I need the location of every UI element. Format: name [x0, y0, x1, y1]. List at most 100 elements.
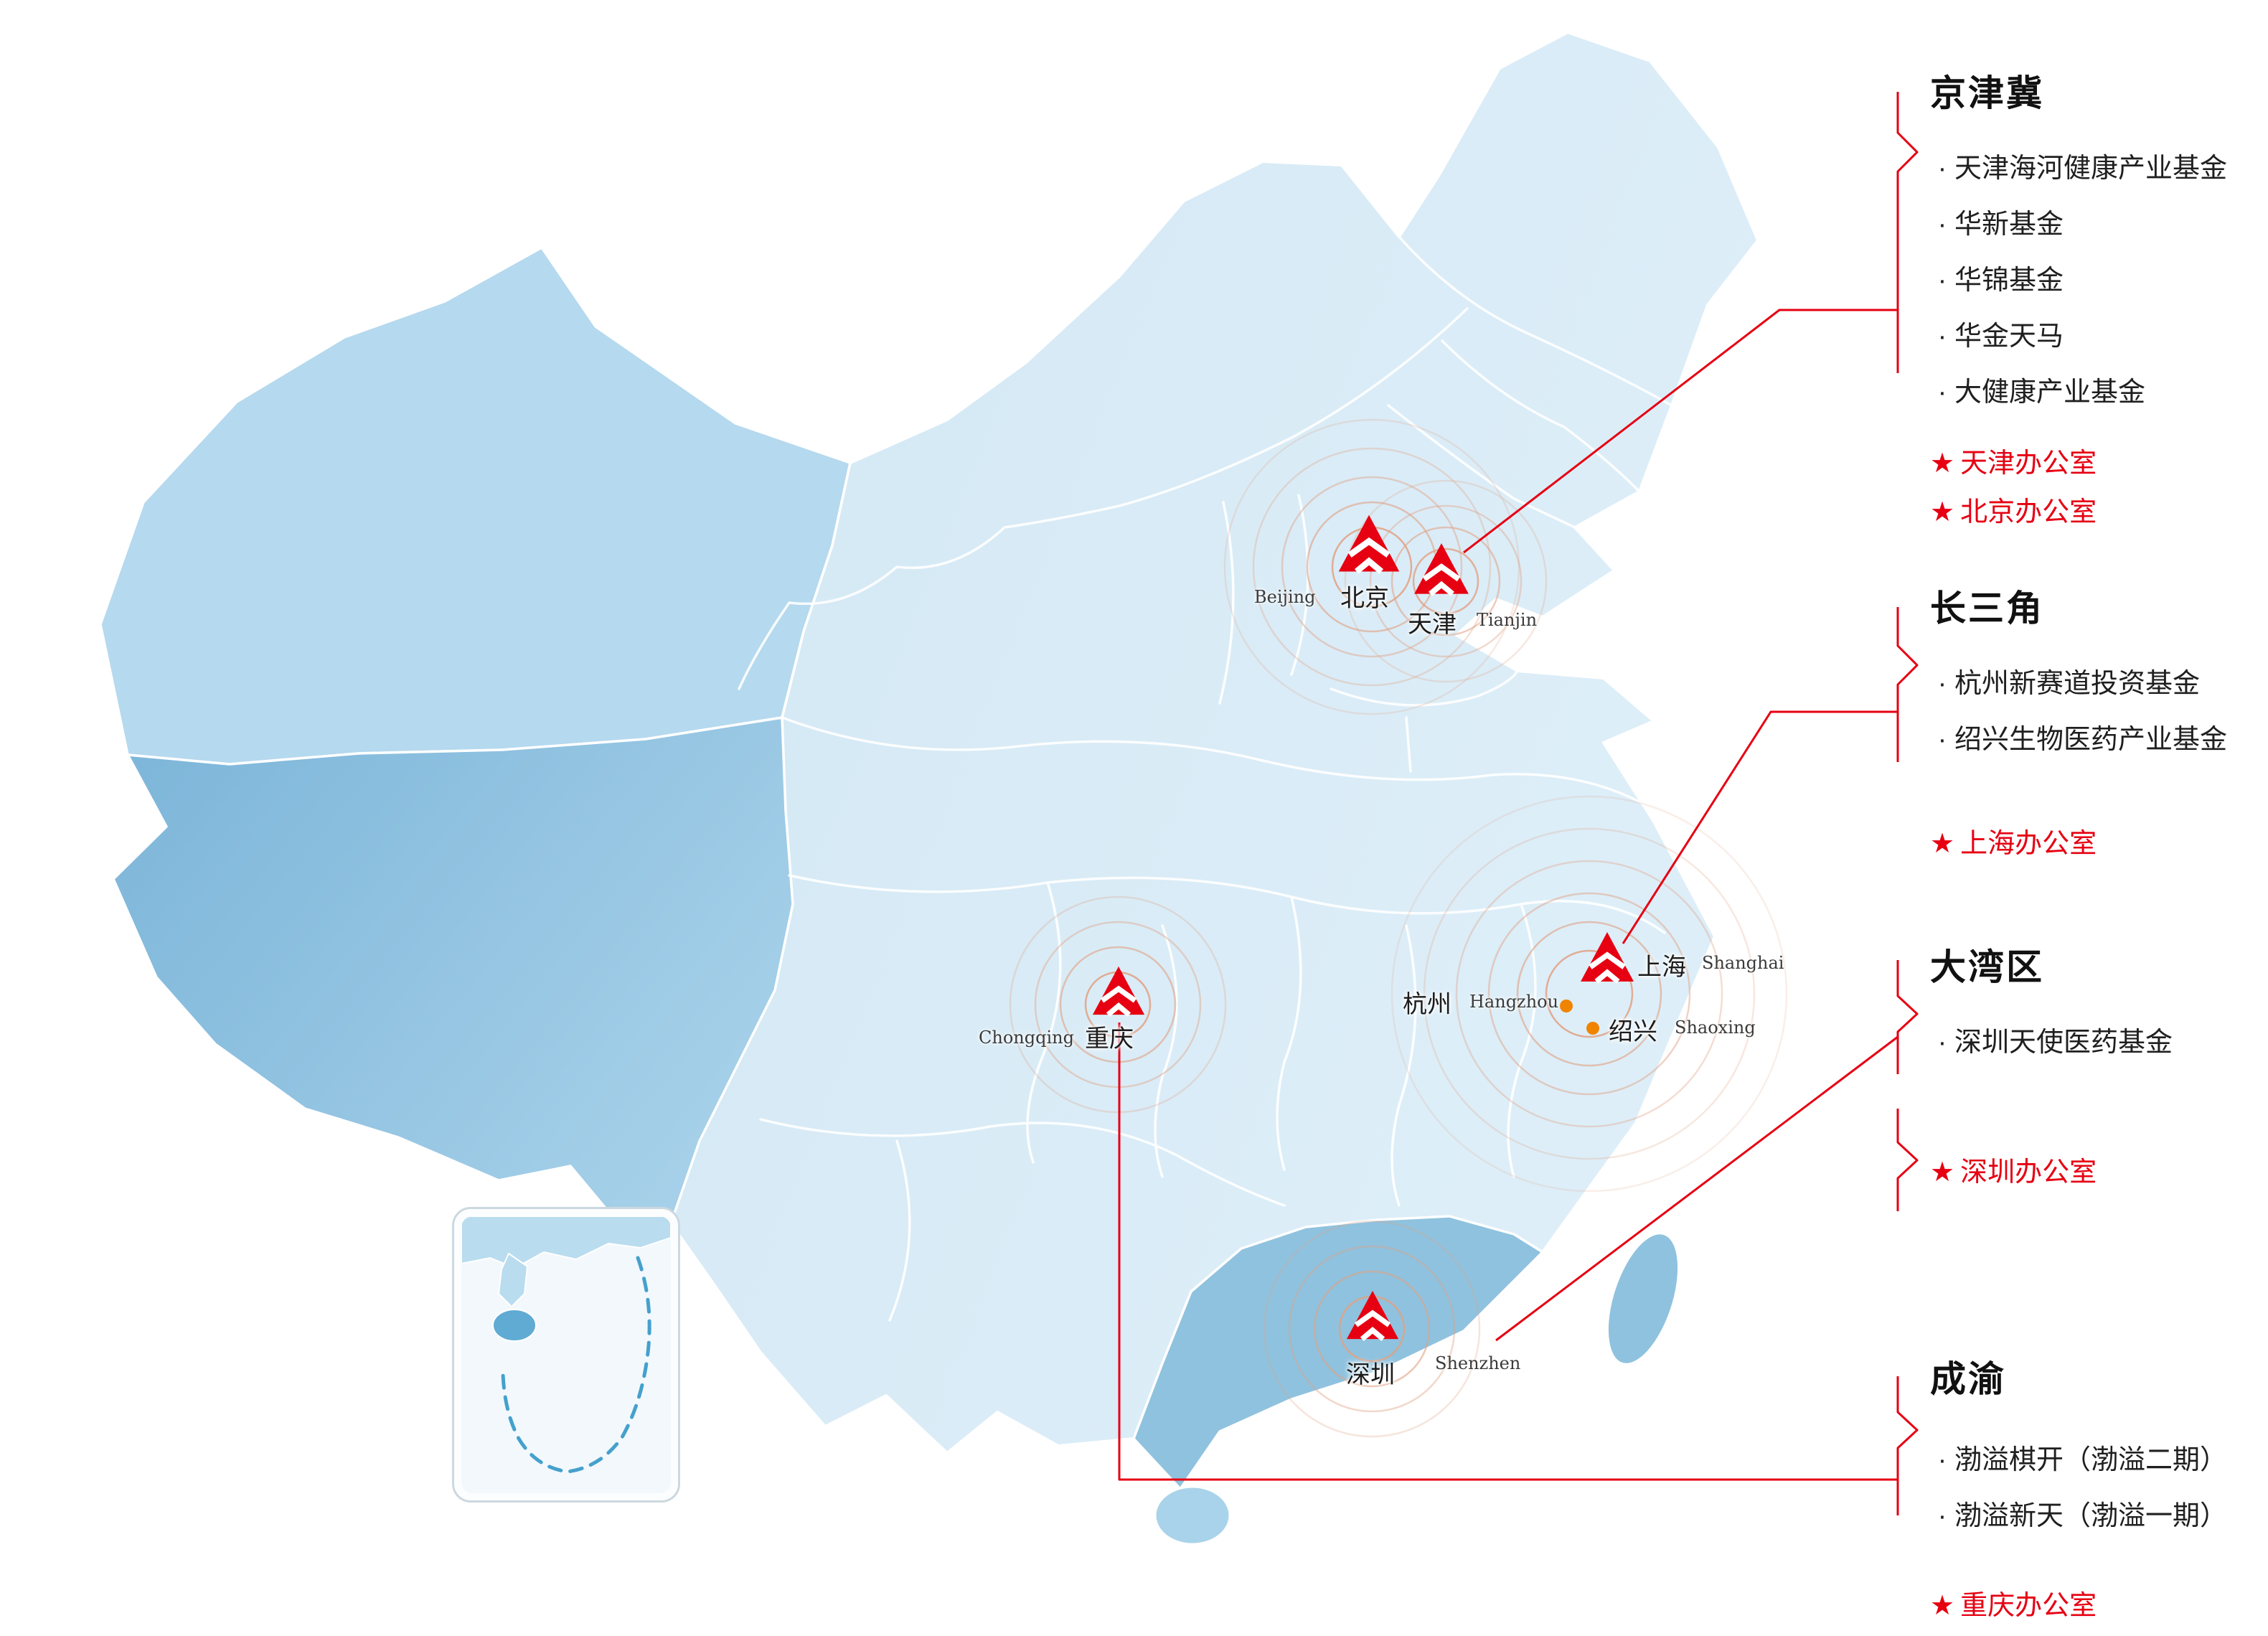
bracket-chengyu	[1896, 1376, 1919, 1515]
fund-item: ·绍兴生物医药产业基金	[1930, 712, 2268, 768]
region-xinjiang	[99, 246, 852, 766]
region-block-jingjinji: 京津冀 ·天津海河健康产业基金 ·华新基金 ·华锦基金 ·华金天马 ·大健康产业…	[1930, 72, 2268, 537]
fund-item: ·华锦基金	[1930, 253, 2268, 309]
office-list: ★深圳办公室	[1930, 1148, 2268, 1197]
fund-item: ·渤溢新天（渤溢一期）	[1930, 1488, 2268, 1544]
bullet-icon: ·	[1937, 377, 1947, 408]
star-icon: ★	[1930, 1591, 1955, 1621]
fund-list: ·天津海河健康产业基金 ·华新基金 ·华锦基金 ·华金天马 ·大健康产业基金	[1930, 141, 2268, 420]
inset-sea	[461, 1216, 671, 1493]
connector-chengyu	[1118, 1022, 1898, 1481]
inset-nine-dash-line	[501, 1256, 651, 1474]
fund-list: ·深圳天使医药基金	[1930, 1015, 2268, 1071]
fund-item: ·渤溢棋开（渤溢二期）	[1930, 1432, 2268, 1488]
bullet-icon: ·	[1937, 321, 1947, 352]
office-name: 上海办公室	[1960, 829, 2097, 859]
connector-dawanqu	[1495, 1035, 1898, 1342]
office-name: 北京办公室	[1960, 497, 2097, 527]
office-name: 深圳办公室	[1960, 1157, 2097, 1188]
office-list: ★天津办公室 ★北京办公室	[1930, 439, 2268, 537]
region-block-changsanjiao: 长三角 ·杭州新赛道投资基金 ·绍兴生物医药产业基金 ★上海办公室	[1930, 587, 2268, 868]
city-label-en-shenzhen: Shenzhen	[1435, 1353, 1521, 1373]
ripples-shenzhen	[1263, 1220, 1481, 1438]
bracket-shenzhen-office	[1896, 1109, 1919, 1211]
city-label-en-hangzhou: Hangzhou	[1469, 992, 1559, 1012]
island-taiwan	[1606, 1232, 1680, 1365]
bullet-icon: ·	[1937, 265, 1947, 296]
office-list: ★上海办公室	[1930, 819, 2268, 868]
bullet-icon: ·	[1937, 1028, 1947, 1058]
office-item: ★北京办公室	[1930, 488, 2268, 537]
inset-map	[461, 1216, 671, 1474]
city-label-cn-shanghai: 上海	[1637, 953, 1686, 982]
fund-name: 杭州新赛道投资基金	[1954, 669, 2201, 699]
office-name: 重庆办公室	[1960, 1591, 2097, 1621]
region-title: 大湾区	[1930, 947, 2044, 987]
inset-coastline	[461, 1216, 671, 1269]
star-icon: ★	[1930, 448, 1955, 479]
city-label-cn-hangzhou: 杭州	[1403, 990, 1451, 1019]
fund-item: ·大健康产业基金	[1930, 365, 2268, 420]
fund-item: ·杭州新赛道投资基金	[1930, 656, 2268, 712]
connector-jingjinji	[1463, 309, 1898, 554]
region-guangdong	[1132, 1215, 1544, 1490]
fund-name: 渤溢新天（渤溢一期）	[1954, 1501, 2228, 1531]
fund-item: ·天津海河健康产业基金	[1930, 141, 2268, 197]
province-borders	[738, 235, 1673, 1322]
city-label-cn-shenzhen: 深圳	[1346, 1360, 1395, 1389]
city-label-en-shaoxing: Shaoxing	[1675, 1017, 1756, 1038]
fund-item: ·深圳天使医药基金	[1930, 1015, 2268, 1071]
region-block-dawanqu: 大湾区 ·深圳天使医药基金 ★深圳办公室	[1930, 946, 2268, 1197]
fund-name: 天津海河健康产业基金	[1954, 154, 2228, 184]
city-label-cn-tianjin: 天津	[1408, 610, 1457, 639]
star-icon: ★	[1930, 829, 1955, 859]
fund-name: 大健康产业基金	[1954, 377, 2146, 408]
bracket-dawanqu	[1896, 960, 1919, 1074]
city-label-en-beijing: Beijing	[1254, 587, 1316, 607]
ripples-beijing-tianjin	[1223, 418, 1548, 715]
office-item: ★天津办公室	[1930, 439, 2268, 488]
fund-name: 绍兴生物医药产业基金	[1954, 725, 2228, 755]
office-item: ★重庆办公室	[1930, 1581, 2268, 1630]
connector-changsanjiao	[1622, 710, 1898, 944]
fund-name: 华锦基金	[1954, 265, 2064, 296]
dot-shaoxing	[1586, 1022, 1599, 1035]
bullet-icon: ·	[1937, 1445, 1947, 1475]
office-list: ★重庆办公室	[1930, 1581, 2268, 1630]
office-item: ★上海办公室	[1930, 819, 2268, 868]
city-label-en-shanghai: Shanghai	[1702, 953, 1784, 973]
dot-hangzhou	[1560, 1000, 1573, 1012]
office-name: 天津办公室	[1960, 448, 2097, 479]
bullet-icon: ·	[1937, 725, 1947, 755]
fund-list: ·杭州新赛道投资基金 ·绍兴生物医药产业基金	[1930, 656, 2268, 768]
region-title: 成渝	[1930, 1359, 2006, 1399]
city-label-cn-shaoxing: 绍兴	[1609, 1017, 1657, 1046]
city-label-en-tianjin: Tianjin	[1477, 610, 1538, 630]
bracket-jingjinji	[1896, 92, 1919, 373]
fund-name: 华新基金	[1954, 210, 2064, 240]
bullet-icon: ·	[1937, 154, 1947, 184]
fund-name: 深圳天使医药基金	[1954, 1028, 2173, 1058]
bullet-icon: ·	[1937, 669, 1947, 699]
star-icon: ★	[1930, 1157, 1955, 1188]
connector-lines	[1118, 92, 1919, 1515]
bullet-icon: ·	[1937, 210, 1947, 240]
island-hainan	[1154, 1485, 1231, 1546]
region-title: 京津冀	[1930, 73, 2044, 113]
south-china-sea-inset	[452, 1207, 680, 1503]
star-icon: ★	[1930, 497, 1955, 527]
fund-item: ·华金天马	[1930, 309, 2268, 365]
bullet-icon: ·	[1937, 1501, 1947, 1531]
ripples-chongqing	[1009, 895, 1227, 1114]
city-label-en-chongqing: Chongqing	[979, 1028, 1074, 1048]
bracket-changsanjiao	[1896, 607, 1919, 762]
inset-hainan	[492, 1309, 537, 1342]
inset-leizhou	[497, 1252, 529, 1308]
fund-name: 渤溢棋开（渤溢二期）	[1954, 1445, 2228, 1475]
fund-list: ·渤溢棋开（渤溢二期） ·渤溢新天（渤溢一期）	[1930, 1432, 2268, 1544]
region-tibet	[112, 716, 794, 1225]
ripples-shanghai	[1391, 795, 1788, 1193]
office-item: ★深圳办公室	[1930, 1148, 2268, 1197]
